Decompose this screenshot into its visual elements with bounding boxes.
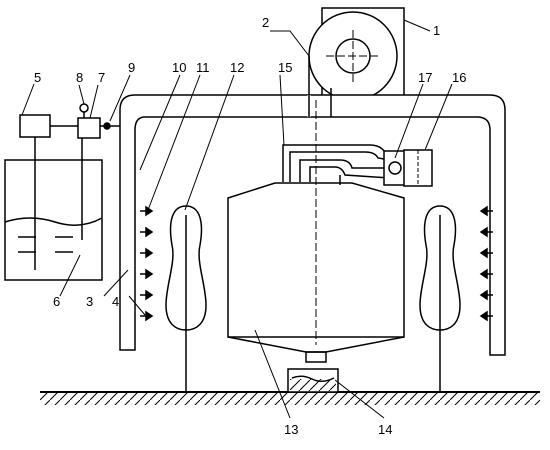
label-2: 2 [262, 15, 269, 30]
right-shoe-form [419, 205, 461, 392]
right-nozzle-row [479, 205, 493, 322]
label-1: 1 [433, 23, 440, 38]
blower-unit [308, 7, 405, 101]
label-16: 16 [452, 70, 466, 85]
label-7: 7 [98, 70, 105, 85]
label-12: 12 [230, 60, 244, 75]
label-3: 3 [86, 294, 93, 309]
drying-chamber [227, 100, 405, 363]
label-17: 17 [418, 70, 432, 85]
label-14: 14 [378, 422, 392, 437]
duct-frame [119, 94, 506, 356]
label-9: 9 [128, 60, 135, 75]
label-10: 10 [172, 60, 186, 75]
label-5: 5 [34, 70, 41, 85]
collection-tray [287, 368, 339, 393]
left-shoe-form [165, 205, 207, 392]
piping-assembly [282, 144, 433, 187]
label-6: 6 [53, 294, 60, 309]
tank-assembly [4, 103, 120, 281]
label-13: 13 [284, 422, 298, 437]
left-nozzle-row [140, 205, 154, 322]
callout-labels: 1 2 3 4 5 6 7 8 9 10 11 12 13 14 15 16 1… [34, 15, 466, 437]
label-4: 4 [112, 294, 119, 309]
label-15: 15 [278, 60, 292, 75]
ground [40, 391, 540, 405]
leader-lines [21, 19, 453, 419]
label-11: 11 [196, 60, 210, 75]
label-8: 8 [76, 70, 83, 85]
